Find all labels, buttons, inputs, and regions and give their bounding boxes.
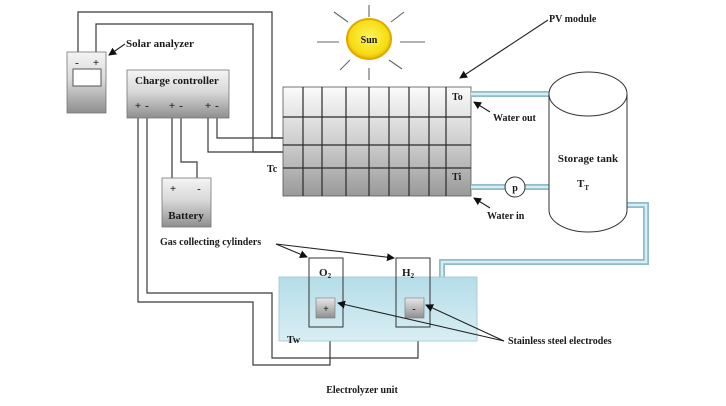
water-out-pointer bbox=[473, 101, 491, 113]
gas-cylinder-pointer-o2 bbox=[275, 243, 308, 258]
gas-cylinder-pointer-h2 bbox=[275, 243, 395, 262]
storage-tank-top bbox=[548, 71, 628, 117]
label-o2: O2 bbox=[319, 267, 332, 280]
sun-rays bbox=[317, 5, 425, 80]
terminal-analyzer-negative: - bbox=[75, 57, 79, 69]
terminal-cc-1-positive: + bbox=[135, 100, 141, 112]
pump[interactable]: p bbox=[504, 176, 526, 198]
label-gas-collecting-cylinders: Gas collecting cylinders bbox=[160, 237, 261, 248]
terminal-anode: + bbox=[323, 304, 329, 315]
label-h2: H2 bbox=[402, 267, 415, 280]
label-pv-module: PV module bbox=[549, 14, 597, 25]
terminal-cc-1-negative: - bbox=[145, 100, 149, 112]
solar-analyzer[interactable]: - + bbox=[66, 51, 107, 114]
terminal-cc-2-positive: + bbox=[169, 100, 175, 112]
anode-electrode bbox=[315, 297, 336, 319]
cathode-electrode bbox=[404, 297, 425, 319]
pv-module[interactable]: To Ti bbox=[282, 86, 472, 197]
solar-analyzer-pointer bbox=[108, 43, 126, 56]
o2-cylinder[interactable]: O2 + bbox=[308, 257, 344, 328]
wire-cc-battery-negative bbox=[180, 110, 198, 180]
electrolyzer-unit[interactable]: Tw O2 + H2 - bbox=[278, 257, 478, 346]
electrode-pointer-cathode bbox=[425, 304, 505, 342]
water-in-pointer bbox=[473, 197, 491, 209]
label-pump: p bbox=[512, 183, 518, 194]
h2-cylinder[interactable]: H2 - bbox=[395, 257, 431, 328]
water-piping bbox=[439, 91, 649, 292]
terminal-cathode: - bbox=[412, 304, 415, 315]
battery[interactable]: + - Battery bbox=[161, 177, 212, 228]
solar-analyzer-display bbox=[72, 68, 102, 87]
pump-icon bbox=[504, 176, 526, 198]
terminal-battery-positive: + bbox=[170, 183, 176, 195]
label-tank-temperature: TT bbox=[577, 178, 589, 192]
electrode-pointer-anode bbox=[337, 300, 505, 342]
label-water-out: Water out bbox=[493, 113, 537, 124]
label-ti: Ti bbox=[452, 172, 461, 183]
label-tc: Tc bbox=[267, 164, 278, 175]
wiring bbox=[77, 11, 419, 366]
label-stainless-steel-electrodes: Stainless steel electrodes bbox=[508, 336, 612, 347]
label-battery: Battery bbox=[168, 210, 204, 222]
wire-cc-cathode bbox=[146, 110, 419, 359]
label-sun: Sun bbox=[361, 35, 378, 46]
wire-cc-pv-positive bbox=[207, 110, 283, 153]
h2-cylinder-body bbox=[395, 257, 431, 328]
terminal-cc-3-positive: + bbox=[205, 100, 211, 112]
terminal-battery-negative: - bbox=[197, 183, 201, 195]
label-tw: Tw bbox=[287, 335, 301, 346]
storage-tank[interactable]: Storage tank TT bbox=[548, 71, 628, 233]
battery-body bbox=[161, 177, 212, 228]
charge-controller-body bbox=[126, 69, 230, 119]
label-to: To bbox=[452, 92, 463, 103]
pv-module-body bbox=[282, 86, 472, 197]
pv-cell-grid bbox=[283, 87, 471, 196]
storage-tank-body bbox=[548, 94, 628, 233]
o2-cylinder-body bbox=[308, 257, 344, 328]
label-charge-controller: Charge controller bbox=[135, 75, 219, 87]
terminal-cc-3-negative: - bbox=[215, 100, 219, 112]
wire-cc-anode bbox=[137, 110, 331, 366]
terminal-analyzer-positive: + bbox=[93, 57, 99, 69]
terminal-cc-2-negative: - bbox=[179, 100, 183, 112]
charge-controller[interactable]: Charge controller + - + - + - bbox=[126, 69, 230, 119]
label-water-in: Water in bbox=[487, 211, 525, 222]
label-solar-analyzer: Solar analyzer bbox=[126, 38, 194, 50]
wire-cc-pv-negative bbox=[216, 110, 283, 139]
pv-module-pointer bbox=[459, 19, 549, 79]
label-electrolyzer-unit: Electrolyzer unit bbox=[326, 385, 398, 396]
label-storage-tank: Storage tank bbox=[558, 153, 619, 165]
sun: Sun bbox=[317, 5, 425, 80]
sun-icon bbox=[346, 18, 392, 60]
electrolyte-bath bbox=[278, 276, 478, 342]
